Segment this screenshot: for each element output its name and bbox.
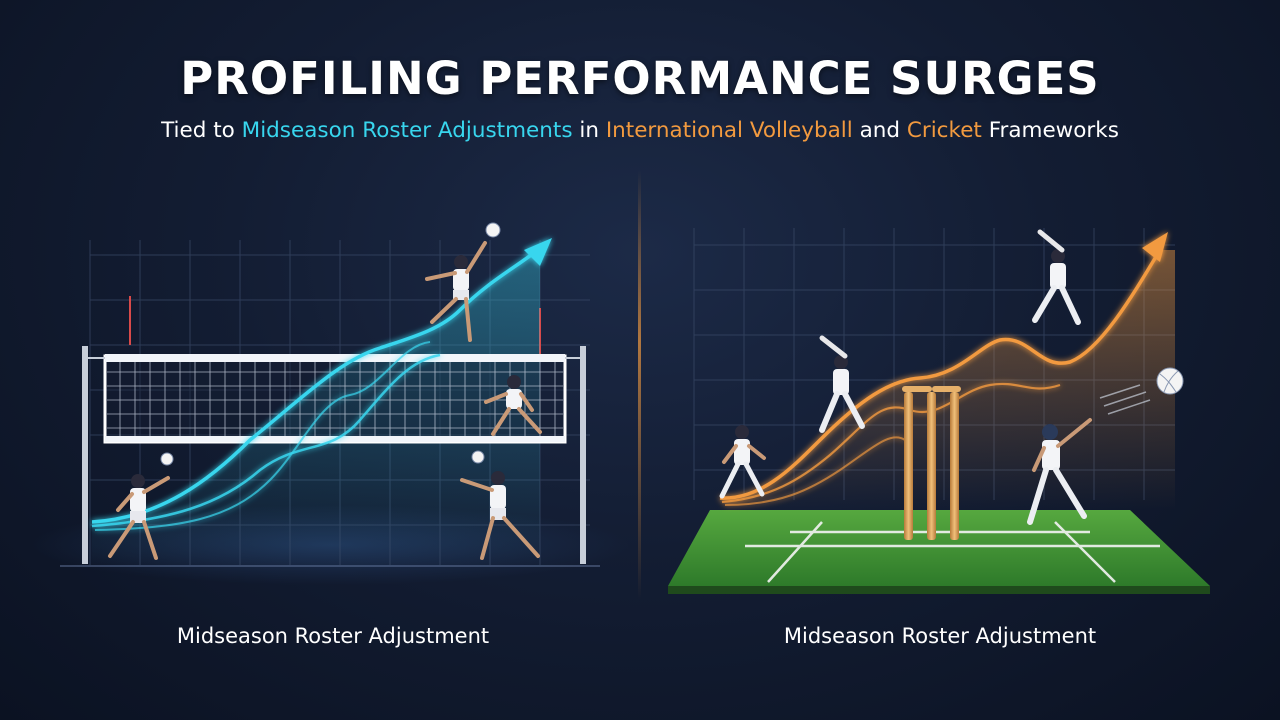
cricket-stumps	[902, 386, 961, 540]
volleyball-player-spiker	[425, 241, 487, 342]
volleyball-player-blocker	[484, 375, 542, 436]
net-post-right	[580, 346, 586, 564]
subtitle-part: Tied to	[161, 118, 242, 143]
volleyball-trend-area	[92, 248, 540, 566]
volleyball-ball-icon	[485, 222, 501, 238]
cricket-panel	[668, 228, 1210, 594]
cricket-pitch	[668, 510, 1210, 594]
cricket-batsman-top	[1032, 229, 1081, 325]
volleyball-panel	[30, 222, 630, 585]
volleyball-player-setter	[108, 474, 170, 560]
center-divider	[638, 170, 641, 600]
subtitle-part: and	[852, 118, 907, 143]
cricket-fielder	[719, 425, 766, 499]
cricket-caption: Midseason Roster Adjustment	[783, 624, 1097, 648]
volleyball-player-digger	[460, 471, 540, 560]
cricket-trend-arrow-icon	[1142, 232, 1168, 262]
cricket-trend-lines	[719, 249, 1162, 506]
subtitle-highlight-roster: Midseason Roster Adjustments	[241, 118, 573, 143]
subtitle-part: in	[572, 118, 606, 143]
subtitle-part: Frameworks	[981, 118, 1119, 143]
motion-lines	[1099, 384, 1151, 415]
volleyball-caption: Midseason Roster Adjustment	[176, 624, 490, 648]
subtitle-highlight-volleyball: International Volleyball	[605, 118, 853, 143]
page-title: PROFILING PERFORMANCE SURGES	[180, 52, 1100, 105]
ball-icon	[1156, 367, 1184, 395]
cricket-batsman-middle	[819, 335, 865, 433]
page-subtitle: Tied to Midseason Roster Adjustments in …	[0, 118, 1280, 143]
net-post-left	[82, 346, 88, 564]
volleyball-ball-icon	[160, 452, 174, 466]
volleyball-ball-icon	[471, 450, 485, 464]
cricket-bowler	[1027, 418, 1092, 525]
volleyball-trend-lines	[91, 246, 542, 531]
subtitle-highlight-cricket: Cricket	[906, 118, 982, 143]
volleyball-trend-arrow-icon	[524, 238, 552, 266]
